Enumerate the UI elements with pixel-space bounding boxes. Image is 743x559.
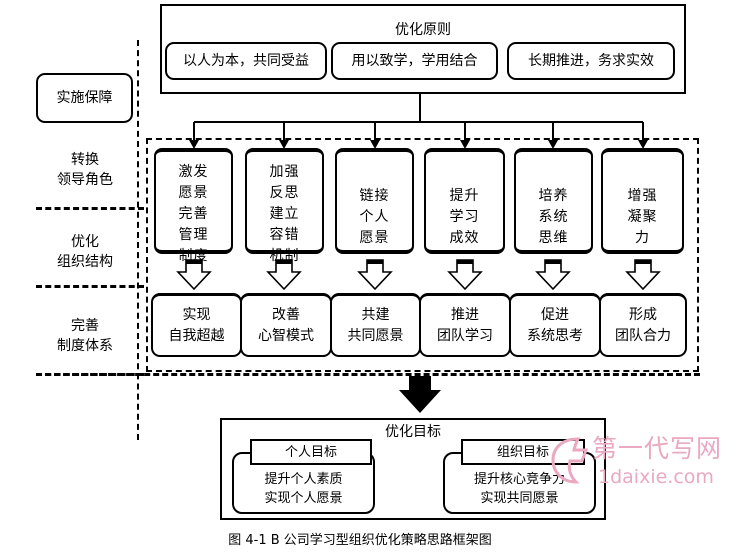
measure-box-1: 激发愿景完善管理制度 [154,148,233,264]
left-vertical-dash [137,40,139,440]
result-box-3: 共建共同愿景 [330,293,421,357]
watermark-logo [551,437,589,484]
figure-caption: 图 4-1 B 公司学习型组织优化策略思路框架图 [228,533,492,548]
principles-title: 优化原则 [395,22,451,38]
row1-label: 转换 领导角色 [57,152,113,188]
result-box-2: 改善心智模式 [240,293,332,357]
personal-goal-label: 个人目标 [250,439,372,465]
guarantee-label-box: 实施保障 [36,73,133,123]
result-box-5: 促进系统思考 [509,293,601,357]
watermark-cn: 第一代写网 [592,434,723,463]
measure-box-6: 增强凝聚力 [601,148,684,254]
measure-box-3: 链接个人愿景 [335,148,414,254]
result-box-1: 实现自我超越 [151,293,242,357]
result-box-4: 推进团队学习 [419,293,511,357]
row2-label: 优化 组织结构 [57,234,113,270]
result-box-6: 形成团队合力 [599,293,687,357]
watermark-en: 1daixie.com [598,466,714,488]
principle-item-2: 用以致学，学用结合 [331,42,498,80]
goals-title: 优化目标 [385,424,441,440]
measure-box-5: 培养系统思维 [514,148,593,254]
row-separator-1 [36,207,144,210]
row3-label: 完善 制度体系 [57,318,113,354]
bottom-dash-line [36,373,700,376]
measure-box-2: 加强反思建立容错机制 [245,148,324,264]
measures-frame [146,138,699,372]
row-separator-2 [36,285,144,288]
measure-box-4: 提升学习成效 [424,148,505,254]
principle-item-1: 以人为本，共同受益 [165,42,327,80]
principle-item-3: 长期推进，务求实效 [507,42,675,80]
